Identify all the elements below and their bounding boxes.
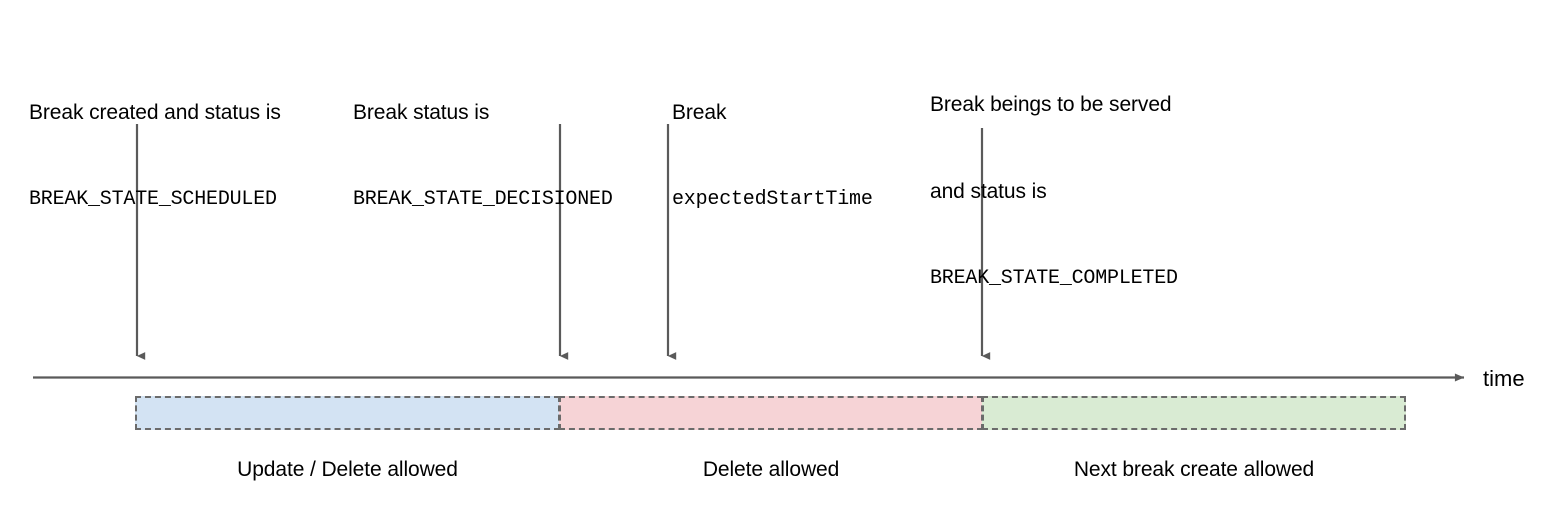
phase-label-next-break-create: Next break create allowed xyxy=(1073,458,1315,481)
annotation-line-code: BREAK_STATE_DECISIONED xyxy=(353,188,613,211)
annotation-line-plain: Break beings to be served xyxy=(930,93,1172,116)
annotation-label-break-expected-start-time: Break expectedStartTime xyxy=(672,40,873,243)
annotation-line-code: expectedStartTime xyxy=(672,188,873,211)
time-axis-label: time xyxy=(1483,366,1525,391)
phase-label-delete-only: Delete allowed xyxy=(702,458,840,481)
annotation-label-break-created: Break created and status is BREAK_STATE_… xyxy=(29,40,281,243)
annotation-line-code: BREAK_STATE_SCHEDULED xyxy=(29,188,277,211)
phase-bar-update-delete xyxy=(135,396,560,430)
annotation-line-plain: Break xyxy=(672,101,727,124)
annotation-label-break-decisioned: Break status is BREAK_STATE_DECISIONED xyxy=(353,40,613,243)
annotation-line-code: BREAK_STATE_COMPLETED xyxy=(930,267,1178,290)
phase-bar-next-break-create xyxy=(982,396,1406,430)
phase-label-update-delete: Update / Delete allowed xyxy=(237,458,458,481)
annotation-line-plain: Break created and status is xyxy=(29,101,281,124)
annotation-line-plain: Break status is xyxy=(353,101,490,124)
phase-bar-delete-only xyxy=(559,396,983,430)
annotation-label-break-completed: Break beings to be served and status is … xyxy=(930,32,1178,322)
annotation-line-plain-2: and status is xyxy=(930,180,1047,203)
